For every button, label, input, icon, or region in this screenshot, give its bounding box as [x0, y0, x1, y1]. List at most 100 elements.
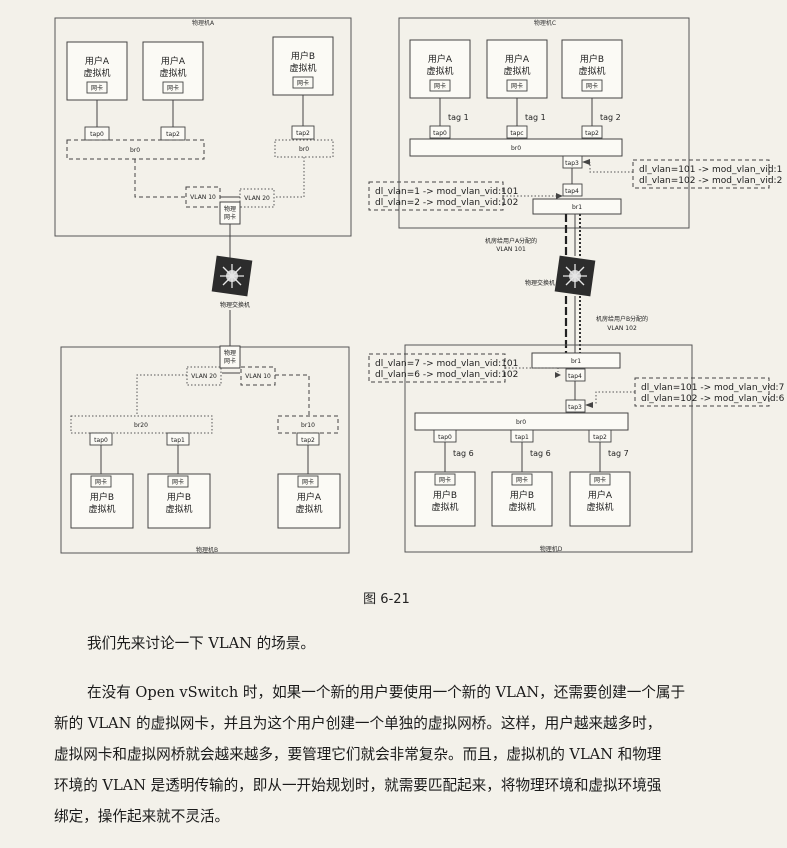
- host-c-flow-right: dl_vlan=101 -> mod_vlan_vid:1 dl_vlan=10…: [582, 159, 782, 189]
- nic-label: 网卡: [586, 82, 598, 90]
- phys-nic-label: 物理: [224, 205, 236, 213]
- vlan-label: VLAN 20: [244, 195, 270, 202]
- vm-label: 用户A: [161, 55, 186, 67]
- nic-label: 网卡: [511, 82, 523, 90]
- host-b-vm-2: tap1 网卡 用户B 虚拟机: [147, 432, 211, 529]
- phys-nic-label: 网卡: [224, 357, 236, 365]
- nic-label: 网卡: [434, 82, 446, 90]
- host-d-flow-right: dl_vlan=101 -> mod_vlan_vid:7 dl_vlan=10…: [585, 377, 785, 408]
- host-a-vm-3: 用户B 虚拟机 网卡 tap2: [272, 36, 334, 140]
- nic-label: 网卡: [297, 79, 309, 87]
- vm-label: 用户B: [433, 489, 457, 501]
- nic-label: 网卡: [172, 478, 184, 486]
- host-c-vm-3: 用户B 虚拟机 网卡 tag 2 tap2: [561, 39, 623, 139]
- host-c-vm-1: 用户A 虚拟机 网卡 tag 1 tap0: [409, 39, 471, 139]
- tag-label: tag 1: [448, 113, 469, 122]
- host-a-vm-2: 用户A 虚拟机 网卡 tap2: [142, 41, 204, 141]
- bridge-label: br0: [516, 419, 526, 426]
- vlan101-label: 机房给用户A分配的: [485, 237, 537, 245]
- flow-rule: dl_vlan=2 -> mod_vlan_vid:102: [375, 198, 518, 208]
- vlan102-label: VLAN 102: [607, 325, 637, 332]
- bridge-label: br20: [134, 422, 148, 429]
- host-b-frame: [60, 346, 350, 554]
- vm-label: 用户B: [580, 53, 604, 65]
- vm-label: 虚拟机: [431, 501, 458, 513]
- host-d-tap3: [565, 399, 586, 413]
- nic-label: 网卡: [302, 478, 314, 486]
- bridge-box: [274, 139, 334, 158]
- paragraph-body: 在没有 Open vSwitch 时，如果一个新的用户要使用一个新的 VLAN，…: [54, 677, 754, 832]
- vm-label: 虚拟机: [295, 503, 322, 515]
- vlan-label: VLAN 10: [245, 373, 271, 380]
- flow-rule: dl_vlan=101 -> mod_vlan_vid:7: [641, 383, 784, 393]
- vm-label: 用户B: [90, 491, 114, 503]
- host-c-tap4: [562, 183, 583, 197]
- vm-label: 虚拟机: [159, 67, 186, 79]
- nic-label: 网卡: [516, 476, 528, 484]
- bridge-label: br0: [299, 146, 309, 153]
- host-d-br1: [531, 352, 621, 369]
- host-a: 物理机A 用户A 虚拟机 网卡 tap0 用户A 虚拟机 网卡 tap2 用户B: [54, 17, 352, 237]
- paragraph-line: 在没有 Open vSwitch 时，如果一个新的用户要使用一个新的 VLAN，…: [87, 684, 686, 701]
- host-d-flow-left: dl_vlan=7 -> mod_vlan_vid:101 dl_vlan=6 …: [368, 353, 561, 383]
- vm-label: 用户B: [167, 491, 191, 503]
- vm-label: 用户B: [291, 50, 315, 62]
- vlan102-label: 机房给用户B分配的: [596, 315, 648, 323]
- paragraph-intro: 我们先来讨论一下 VLAN 的场景。: [54, 628, 787, 659]
- paragraph-line: 环境的 VLAN 是透明传输的，即从一开始规划时，就需要匹配起来，将物理环境和虚…: [54, 777, 662, 794]
- host-d-title: 物理机D: [540, 545, 563, 553]
- flow-rule: dl_vlan=1 -> mod_vlan_vid:101: [375, 187, 518, 197]
- tap-label: tap1: [171, 437, 185, 444]
- host-b-title: 物理机B: [196, 546, 218, 554]
- host-d-vm-2: tap1 tag 6 网卡 用户B 虚拟机: [491, 429, 553, 527]
- vm-label: 虚拟机: [165, 503, 192, 515]
- nic-label: 网卡: [594, 476, 606, 484]
- vm-label: 虚拟机: [83, 67, 110, 79]
- vm-label: 虚拟机: [503, 65, 530, 77]
- vm-label: 虚拟机: [426, 65, 453, 77]
- tap-label: tap4: [568, 373, 582, 380]
- bridge-label: br1: [572, 204, 582, 211]
- vlan-label: VLAN 20: [191, 373, 217, 380]
- paragraph-text: 我们先来讨论一下 VLAN 的场景。: [87, 635, 315, 652]
- host-d-frame: [404, 344, 693, 553]
- right-physical-switch: 物理交换机: [525, 255, 596, 297]
- vm-label: 用户A: [85, 55, 110, 67]
- tap-label: tap2: [585, 130, 599, 137]
- flow-rule: dl_vlan=102 -> mod_vlan_vid:6: [641, 394, 785, 404]
- left-physical-switch: 物理交换机: [211, 255, 253, 309]
- flow-rule: dl_vlan=101 -> mod_vlan_vid:1: [639, 165, 782, 175]
- vm-label: 虚拟机: [578, 65, 605, 77]
- tap-label: tap1: [515, 434, 529, 441]
- bridge-label: br10: [301, 422, 315, 429]
- phys-nic-label: 物理: [224, 349, 236, 357]
- host-c-flow-left: dl_vlan=1 -> mod_vlan_vid:101 dl_vlan=2 …: [368, 181, 563, 211]
- host-b: 物理机B 物理 网卡 VLAN 20 VLAN 10 br20 br10 tap…: [60, 345, 350, 554]
- trunk-links: [564, 214, 581, 354]
- host-b-vm-3: tap2 网卡 用户A 虚拟机: [277, 432, 341, 529]
- tap-label: tap2: [296, 130, 310, 137]
- switch-label: 物理交换机: [525, 279, 555, 287]
- vm-label: 用户A: [588, 489, 613, 501]
- host-a-frame: [54, 17, 352, 237]
- tap-label: tap4: [565, 188, 579, 195]
- host-a-title: 物理机A: [192, 19, 215, 27]
- host-c-vm-2: 用户A 虚拟机 网卡 tag 1 tapc: [486, 39, 548, 139]
- tap-label: tap2: [166, 131, 180, 138]
- flow-rule: dl_vlan=7 -> mod_vlan_vid:101: [375, 359, 518, 369]
- paragraph-line: 虚拟网卡和虚拟网桥就会越来越多，要管理它们就会非常复杂。而且，虚拟机的 VLAN…: [54, 746, 662, 763]
- vlan-box: [240, 366, 276, 386]
- switch-label: 物理交换机: [220, 301, 250, 309]
- vm-label: 虚拟机: [289, 62, 316, 74]
- host-b-physical-nic: [219, 345, 241, 369]
- phys-nic-label: 网卡: [224, 213, 236, 221]
- nic-label: 网卡: [95, 478, 107, 486]
- vm-label: 用户A: [505, 53, 530, 65]
- host-a-vm-1: 用户A 虚拟机 网卡 tap0: [66, 41, 128, 141]
- vlan-label: VLAN 10: [190, 194, 216, 201]
- bridge-label: br1: [571, 358, 581, 365]
- host-d-vm-3: tap2 tag 7 网卡 用户A 虚拟机: [569, 429, 631, 527]
- vm-label: 虚拟机: [586, 501, 613, 513]
- flow-rule: dl_vlan=6 -> mod_vlan_vid:102: [375, 370, 518, 380]
- host-c-frame: [398, 17, 690, 229]
